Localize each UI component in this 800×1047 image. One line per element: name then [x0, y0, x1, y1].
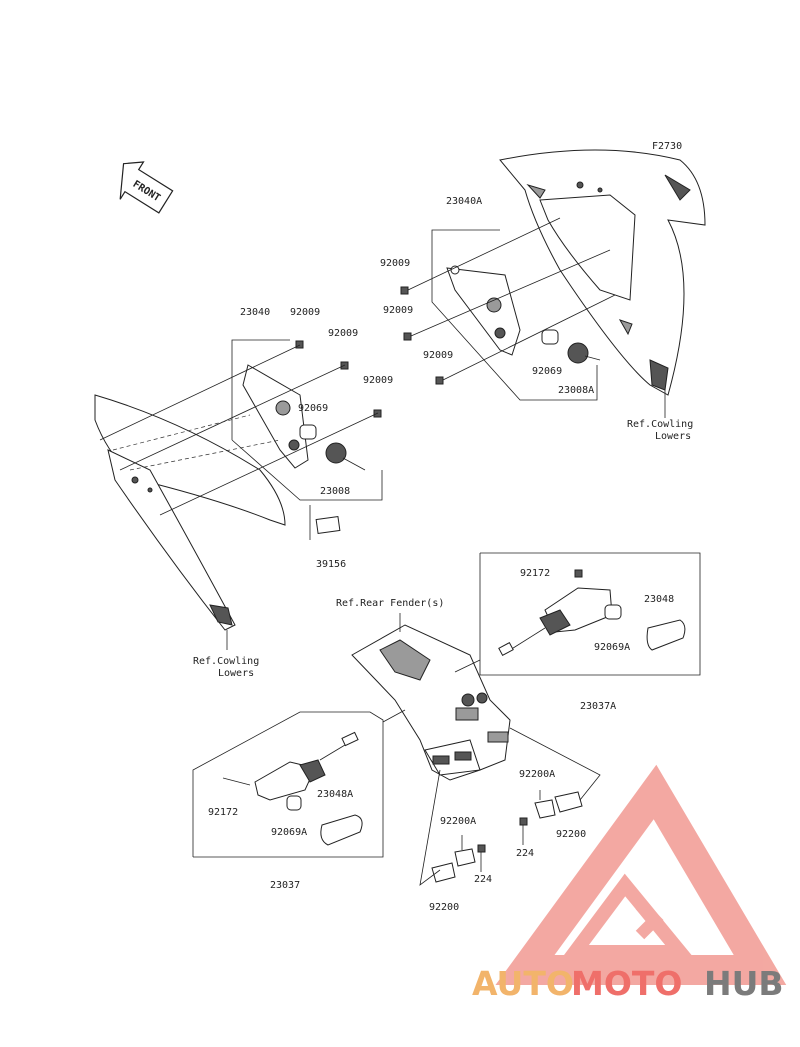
right-cowling — [499, 149, 706, 396]
bolt-224-center — [477, 844, 486, 853]
label-92069-left: 92069 — [298, 403, 328, 414]
bulb-92069A-right — [604, 604, 622, 620]
ref-cowling-left-line2: Lowers — [218, 668, 254, 679]
watermark-text: AUTO MOTO HUB — [472, 964, 784, 1003]
watermark-logo-icon — [495, 764, 787, 985]
front-arrow-icon: FRONT — [119, 161, 174, 214]
bulb-92069-left — [299, 424, 317, 440]
label-23040A: 23040A — [446, 196, 482, 207]
leader-lines-rear — [399, 613, 601, 886]
leader-lines-left — [99, 339, 383, 650]
watermark-auto: AUTO — [472, 964, 574, 1003]
label-23008A: 23008A — [558, 385, 594, 396]
lens-23048A — [320, 814, 363, 846]
bolt-224-right — [519, 817, 528, 826]
label-92009-a: 92009 — [380, 258, 410, 269]
label-92069A-right: 92069A — [594, 642, 630, 653]
ref-cowling-left-line1: Ref.Cowling — [193, 656, 259, 667]
figure-code: F2730 — [652, 141, 682, 152]
label-23040: 23040 — [240, 307, 270, 318]
label-92009-b: 92009 — [383, 305, 413, 316]
label-92009-e: 92009 — [328, 328, 358, 339]
ref-rear-fender: Ref.Rear Fender(s) — [336, 598, 444, 609]
label-23048: 23048 — [644, 594, 674, 605]
lens-23048 — [646, 619, 686, 651]
label-92069-right: 92069 — [532, 366, 562, 377]
label-23037: 23037 — [270, 880, 300, 891]
ref-cowling-right-line2: Lowers — [655, 431, 691, 442]
box-23037 — [192, 709, 406, 858]
label-92200-center: 92200 — [429, 902, 459, 913]
turn-signal-23037A — [498, 569, 613, 657]
label-23008: 23008 — [320, 486, 350, 497]
bracket-92200A-center — [454, 848, 476, 867]
socket-23008 — [325, 442, 366, 471]
label-92200-right: 92200 — [556, 829, 586, 840]
label-92069A-left: 92069A — [271, 827, 307, 838]
bracket-23040A — [446, 265, 521, 356]
label-92200A-center: 92200A — [440, 816, 476, 827]
clip-39156 — [315, 515, 341, 535]
bulb-92069A-left — [286, 795, 302, 811]
box-23037A — [454, 552, 701, 676]
ref-cowling-right-line1: Ref.Cowling — [627, 419, 693, 430]
bulb-92069-right — [541, 329, 559, 345]
label-92009-c: 92009 — [423, 350, 453, 361]
bracket-92200A-right — [534, 799, 556, 819]
leader-lines-right — [407, 217, 666, 418]
rear-fender — [351, 624, 511, 781]
socket-23008A — [567, 342, 601, 364]
label-224-center: 224 — [474, 874, 492, 885]
bracket-23040 — [242, 364, 309, 469]
watermark-moto: MOTO — [571, 964, 682, 1003]
bracket-92200-right — [554, 791, 583, 813]
label-23048A: 23048A — [317, 789, 353, 800]
turn-signal-23037 — [222, 731, 359, 801]
label-23037A: 23037A — [580, 701, 616, 712]
label-92009-f: 92009 — [363, 375, 393, 386]
label-39156: 39156 — [316, 559, 346, 570]
screws-right-92009 — [400, 286, 444, 385]
label-224-right: 224 — [516, 848, 534, 859]
label-92009-d: 92009 — [290, 307, 320, 318]
label-92172-left: 92172 — [208, 807, 238, 818]
label-92200A-right: 92200A — [519, 769, 555, 780]
left-cowling — [94, 394, 286, 631]
label-92172-right: 92172 — [520, 568, 550, 579]
watermark-hub: HUB — [704, 964, 784, 1003]
bracket-92200-center — [431, 862, 456, 883]
